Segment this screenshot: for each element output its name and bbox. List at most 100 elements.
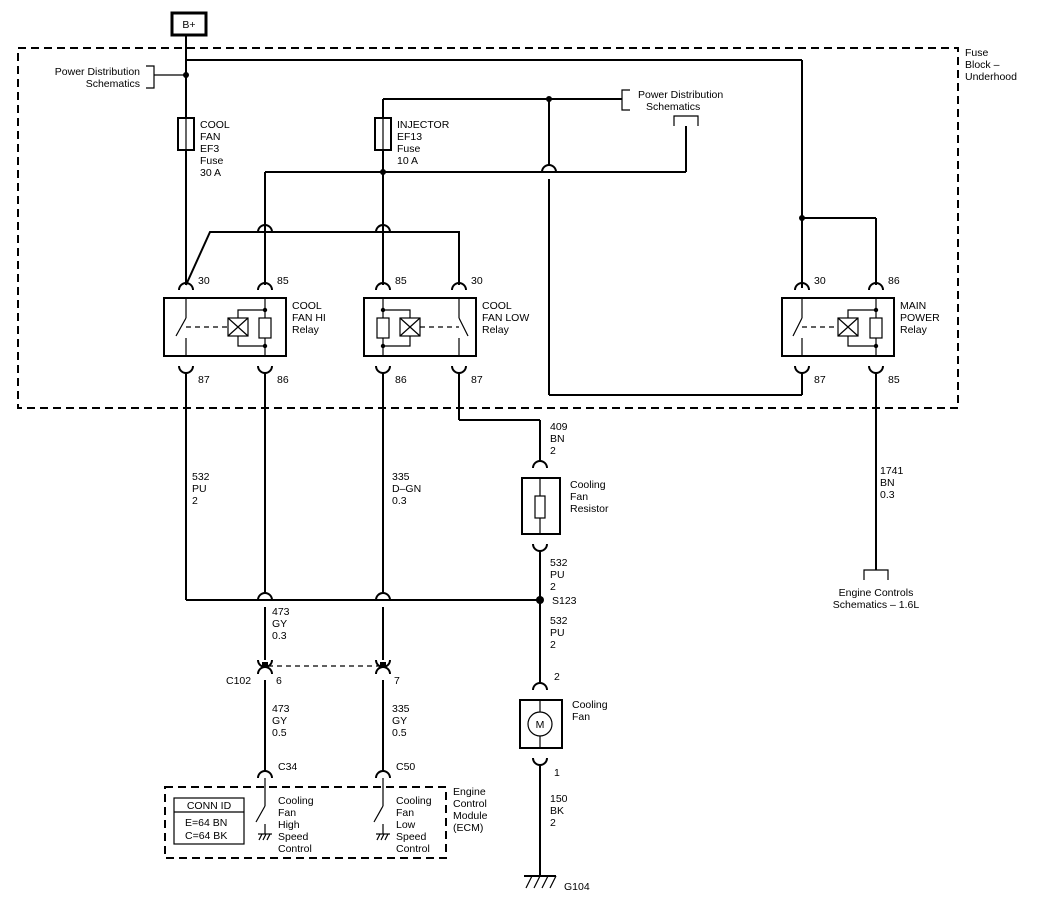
svg-text:0.5: 0.5 bbox=[272, 727, 287, 739]
svg-text:335: 335 bbox=[392, 471, 410, 483]
svg-text:MAIN: MAIN bbox=[900, 300, 926, 312]
cooling-fan-resistor: Cooling Fan Resistor bbox=[521, 460, 609, 552]
svg-text:1741: 1741 bbox=[880, 465, 904, 477]
conn-id-title: CONN ID bbox=[187, 800, 232, 812]
svg-text:Schematics: Schematics bbox=[86, 78, 140, 90]
svg-text:Relay: Relay bbox=[482, 324, 510, 336]
svg-text:GY: GY bbox=[272, 715, 287, 727]
wire-409-bn: 409 BN 2 bbox=[458, 372, 568, 462]
relay-cool-fan-hi: 30 85 87 86 COOL FAN HI Relay bbox=[163, 275, 326, 386]
ground-g104: G104 bbox=[524, 875, 590, 893]
power-distribution-ref-left: Power Distribution Schematics bbox=[55, 65, 186, 90]
wire-335-gy-lower: 335 GY 0.5 bbox=[382, 680, 410, 772]
svg-text:EF13: EF13 bbox=[397, 131, 422, 143]
fuse-block-frame bbox=[17, 47, 959, 409]
svg-text:2: 2 bbox=[192, 495, 198, 507]
svg-text:86: 86 bbox=[888, 275, 900, 287]
svg-text:0.3: 0.3 bbox=[392, 495, 407, 507]
svg-text:2: 2 bbox=[550, 445, 556, 457]
svg-text:S123: S123 bbox=[552, 595, 577, 607]
svg-text:FAN HI: FAN HI bbox=[292, 312, 326, 324]
svg-text:2: 2 bbox=[550, 817, 556, 829]
svg-text:C50: C50 bbox=[396, 761, 415, 773]
svg-text:EF3: EF3 bbox=[200, 143, 219, 155]
svg-text:150: 150 bbox=[550, 793, 568, 805]
svg-text:0.5: 0.5 bbox=[392, 727, 407, 739]
svg-text:6: 6 bbox=[276, 675, 282, 687]
svg-text:Module: Module bbox=[453, 810, 488, 822]
svg-text:10 A: 10 A bbox=[397, 155, 418, 167]
svg-text:1: 1 bbox=[554, 767, 560, 779]
svg-text:30 A: 30 A bbox=[200, 167, 221, 179]
svg-text:COOL: COOL bbox=[200, 119, 230, 131]
svg-text:Relay: Relay bbox=[900, 324, 928, 336]
svg-text:M: M bbox=[536, 719, 545, 731]
svg-text:Engine: Engine bbox=[453, 786, 486, 798]
relay-cool-fan-low: 85 30 86 87 COOL FAN LOW Relay bbox=[363, 275, 529, 386]
svg-text:87: 87 bbox=[814, 374, 826, 386]
svg-text:Speed: Speed bbox=[396, 831, 427, 843]
svg-text:Cooling: Cooling bbox=[572, 699, 608, 711]
svg-text:7: 7 bbox=[394, 675, 400, 687]
svg-text:Cooling: Cooling bbox=[570, 479, 606, 491]
svg-text:473: 473 bbox=[272, 606, 290, 618]
svg-text:335: 335 bbox=[392, 703, 410, 715]
svg-text:85: 85 bbox=[888, 374, 900, 386]
svg-text:BN: BN bbox=[550, 433, 565, 445]
svg-text:C34: C34 bbox=[278, 761, 297, 773]
connector-c102: C102 6 7 bbox=[226, 659, 400, 687]
wire-150-bk: 150 BK 2 bbox=[539, 764, 568, 876]
wire-335-dgn: 335 D–GN 0.3 bbox=[382, 372, 421, 660]
relay-main-power: 30 86 87 85 MAIN POWER Relay bbox=[781, 275, 940, 386]
svg-text:D–GN: D–GN bbox=[392, 483, 421, 495]
svg-text:Control: Control bbox=[453, 798, 487, 810]
svg-text:Power Distribution: Power Distribution bbox=[638, 89, 723, 101]
svg-text:C102: C102 bbox=[226, 675, 251, 687]
svg-text:30: 30 bbox=[198, 275, 210, 287]
svg-text:Schematics – 1.6L: Schematics – 1.6L bbox=[833, 599, 920, 611]
svg-text:Cooling: Cooling bbox=[278, 795, 314, 807]
svg-text:87: 87 bbox=[198, 374, 210, 386]
svg-text:Underhood: Underhood bbox=[965, 71, 1017, 83]
svg-text:Block –: Block – bbox=[965, 59, 1000, 71]
svg-text:GY: GY bbox=[272, 618, 287, 630]
svg-text:Fan: Fan bbox=[396, 807, 414, 819]
svg-text:FAN LOW: FAN LOW bbox=[482, 312, 529, 324]
svg-text:30: 30 bbox=[471, 275, 483, 287]
svg-text:C=64 BK: C=64 BK bbox=[185, 830, 227, 842]
svg-text:BK: BK bbox=[550, 805, 564, 817]
injector-feed bbox=[382, 89, 630, 118]
splice-s123: S123 bbox=[536, 595, 577, 607]
svg-text:Relay: Relay bbox=[292, 324, 320, 336]
svg-text:G104: G104 bbox=[564, 881, 590, 893]
wire-532-pu-mid: 532 PU 2 bbox=[539, 550, 568, 600]
svg-text:30: 30 bbox=[814, 275, 826, 287]
svg-text:0.3: 0.3 bbox=[272, 630, 287, 642]
fuse-ef13: INJECTOR EF13 Fuse 10 A bbox=[374, 117, 450, 167]
svg-text:2: 2 bbox=[554, 671, 560, 683]
svg-text:PU: PU bbox=[192, 483, 207, 495]
svg-text:High: High bbox=[278, 819, 300, 831]
svg-text:Resistor: Resistor bbox=[570, 503, 609, 515]
svg-text:Fuse: Fuse bbox=[965, 47, 989, 59]
svg-text:FAN: FAN bbox=[200, 131, 220, 143]
svg-text:Fan: Fan bbox=[570, 491, 588, 503]
wire-532-pu-left: 532 PU 2 bbox=[185, 372, 540, 601]
fuse-block-label: Fuse Block – Underhood bbox=[965, 47, 1017, 83]
svg-text:86: 86 bbox=[395, 374, 407, 386]
svg-text:Low: Low bbox=[396, 819, 416, 831]
ecm-module: Engine Control Module (ECM) CONN ID E=64… bbox=[164, 761, 488, 859]
battery-supply: B+ bbox=[170, 11, 208, 37]
svg-text:409: 409 bbox=[550, 421, 568, 433]
svg-text:(ECM): (ECM) bbox=[453, 822, 483, 834]
svg-text:86: 86 bbox=[277, 374, 289, 386]
wire-532-pu-fan: 532 PU 2 bbox=[539, 600, 568, 684]
svg-text:Engine Controls: Engine Controls bbox=[839, 587, 914, 599]
wire-1741-bn: 1741 BN 0.3 bbox=[875, 372, 904, 570]
svg-text:473: 473 bbox=[272, 703, 290, 715]
svg-text:2: 2 bbox=[550, 581, 556, 593]
svg-text:Control: Control bbox=[278, 843, 312, 855]
svg-text:87: 87 bbox=[471, 374, 483, 386]
power-distribution-ref-mid: Power Distribution Schematics bbox=[638, 89, 723, 126]
